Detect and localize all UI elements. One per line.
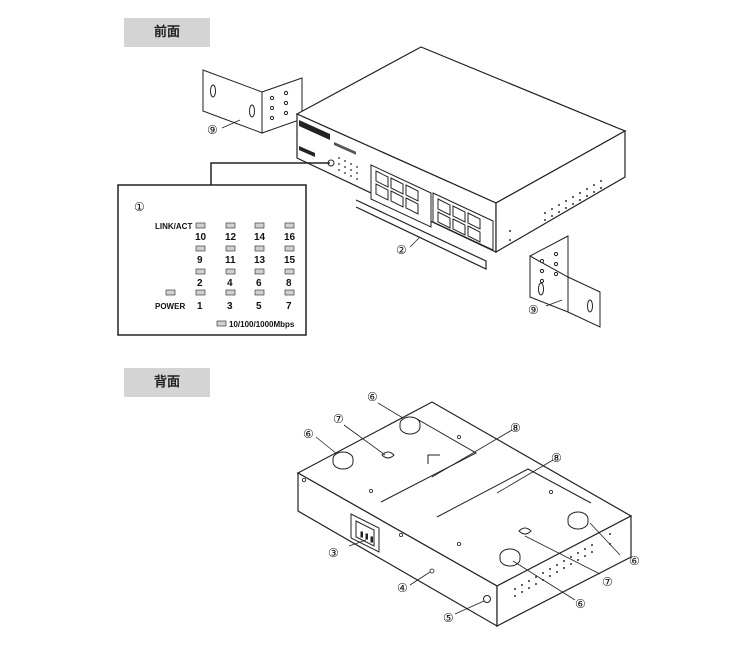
side-vents — [509, 180, 602, 241]
port-label-13: 13 — [254, 255, 266, 266]
mounting-bracket-right — [529, 235, 601, 328]
ground-screw — [483, 595, 491, 603]
callout-7-top: ⑦ — [333, 412, 344, 426]
back-view-label: 背面 — [124, 368, 210, 397]
port-label-9: 9 — [197, 255, 203, 266]
port-label-6: 6 — [256, 278, 262, 289]
callout-6-left: ⑥ — [303, 427, 314, 441]
label-areas — [380, 418, 592, 518]
rear-side-vents — [514, 533, 611, 597]
callout-3: ③ — [328, 546, 339, 560]
wall-mount-holes — [381, 451, 532, 535]
port-label-4: 4 — [227, 278, 233, 289]
callout-6-bottom: ⑥ — [575, 597, 586, 611]
mounting-bracket-left — [202, 69, 303, 134]
link-act-label: LINK/ACT — [155, 222, 192, 231]
port-label-2: 2 — [197, 278, 203, 289]
led-indicators — [165, 222, 295, 327]
port-label-5: 5 — [256, 301, 262, 312]
port-bracket-line — [355, 199, 487, 270]
callout-9-right: ⑨ — [528, 303, 539, 317]
callout-8-top: ⑧ — [510, 421, 521, 435]
power-inlet — [350, 513, 380, 553]
port-label-8: 8 — [286, 278, 292, 289]
ethernet-port-bank-right — [432, 192, 494, 251]
switch-body-back — [296, 401, 633, 628]
port-label-3: 3 — [227, 301, 233, 312]
port-label-11: 11 — [225, 255, 236, 266]
callout-2: ② — [396, 243, 407, 257]
callout-8-right: ⑧ — [551, 451, 562, 465]
rubber-feet — [332, 416, 589, 567]
ethernet-port-bank-left — [370, 164, 432, 228]
port-label-1: 1 — [197, 301, 203, 312]
port-label-12: 12 — [225, 232, 237, 243]
led-zoom-leader — [210, 162, 330, 185]
led-panel-callout: ① — [134, 200, 145, 214]
brand-logo — [299, 120, 330, 140]
callout-9-left: ⑨ — [207, 123, 218, 137]
front-led-strip — [334, 141, 358, 180]
callout-6-right: ⑥ — [629, 554, 640, 568]
leader-lines — [315, 402, 621, 615]
power-label: POWER — [155, 302, 185, 311]
callout-7-right: ⑦ — [602, 575, 613, 589]
front-view-label: 前面 — [124, 18, 210, 47]
screw-holes — [301, 434, 554, 574]
port-label-7: 7 — [286, 301, 292, 312]
callout-6-top: ⑥ — [367, 390, 378, 404]
port-label-16: 16 — [284, 232, 296, 243]
led-panel-detail — [117, 184, 307, 336]
callout-5: ⑤ — [443, 611, 454, 625]
port-label-14: 14 — [254, 232, 266, 243]
brand-mark — [299, 146, 315, 157]
callout-4: ④ — [397, 581, 408, 595]
port-label-10: 10 — [195, 232, 207, 243]
port-label-15: 15 — [284, 255, 296, 266]
speed-legend-label: 10/100/1000Mbps — [229, 320, 295, 329]
